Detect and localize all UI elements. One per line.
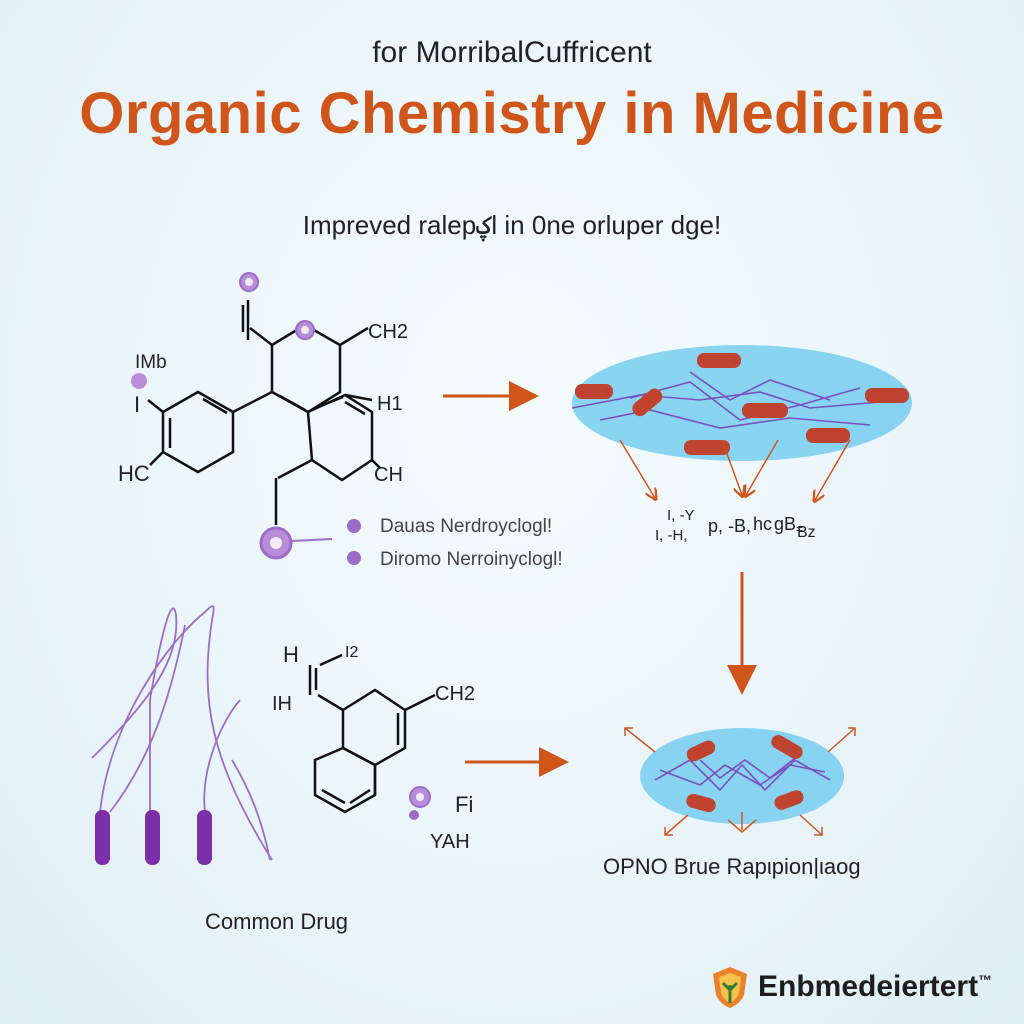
atom-label-i2: I2 [345,644,358,661]
legend-marker [347,551,361,565]
atom-label-fi: Fi [455,792,473,817]
bacterium [742,403,788,418]
atom-label-ch2-top: CH2 [368,321,408,343]
atom-label-h1: H1 [377,393,403,415]
shield-icon [713,967,747,1008]
bacterium [684,440,730,455]
molecule-top-nodes [131,272,333,560]
atom-label-hc: HC [118,461,150,486]
atom-label-ih: IH [272,693,292,715]
bacterium [771,735,803,759]
cell-top [571,345,912,500]
bacterium [774,790,804,810]
cell-label: Bz [797,524,816,541]
page-title: Organic Chemistry in Medicine [79,81,945,146]
atom-bond-mark: I [134,392,140,417]
brand-logo: Enbmedeiertert™ [710,965,992,1009]
bacterium [575,384,613,399]
bacterium [686,793,716,813]
bacterium [632,388,663,417]
cell-label: = [796,522,803,536]
cell-bottom-caption: OPNO Brue Rapιpion|ιaog [603,854,861,879]
brand-name: Enbmedeiertert™ [758,970,993,1003]
legend-marker [347,519,361,533]
capsule [197,810,212,865]
drug-capsules [95,810,212,865]
cell-label: hc [753,514,772,534]
cell-label: gB [774,514,796,534]
common-drug-caption: Common Drug [205,909,348,934]
legend: Dauas Nerdroycloglǃ Diromo Nerroinyclogl… [347,516,563,570]
atom-label-ch: CH [374,464,403,486]
atom-label-imb: IMb [135,352,167,373]
atom-label-h: H [283,642,299,667]
cell-label: I, -Y [667,507,695,524]
cell-bottom [624,727,856,836]
molecule-bottom [308,653,436,814]
capsule [95,810,110,865]
cell-top-labels: I, -Y I, -H, p, -B, hc gB = Bz [655,507,816,544]
cell-label: I, -H, [655,527,688,544]
subtitle: Impreved ralepؼl in 0ne orluper dge! [302,210,722,240]
molecule-top [147,300,381,525]
bacterium [686,740,716,762]
atom-label-yah: YAH [430,831,470,853]
atom-label-ch2-bottom: CH2 [435,683,475,705]
capsule [145,810,160,865]
legend-item-1: Dauas Nerdroycloglǃ [380,516,552,537]
bacterium [697,353,741,368]
cell-label: p, -B, [708,516,751,536]
common-drug-graphic [91,605,273,861]
bacterium [865,388,909,403]
pre-title: for MorribalCuffricent [372,36,652,69]
bacterium [806,428,850,443]
legend-item-2: Diromo Nerroinycloglǃ [380,549,563,570]
